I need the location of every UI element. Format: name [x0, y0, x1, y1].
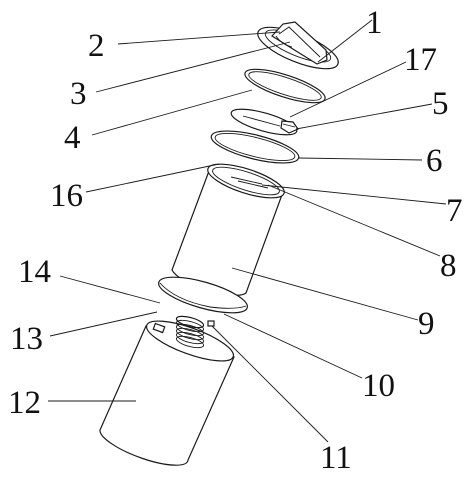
lower-cylinder: [99, 320, 235, 466]
callout-11: 11: [320, 440, 352, 476]
middle-seal-ring: [210, 130, 300, 164]
callout-7: 7: [446, 193, 463, 229]
callout-17: 17: [404, 42, 437, 78]
small-pin: [207, 320, 215, 327]
callout-12: 12: [8, 385, 41, 421]
upper-cylinder: [171, 163, 285, 296]
clip-latch: [152, 322, 166, 334]
top-lid-with-handle: [257, 21, 339, 70]
callout-10: 10: [362, 368, 395, 404]
callout-1: 1: [366, 5, 383, 41]
callout-3: 3: [70, 76, 87, 112]
leader-lines: [48, 19, 447, 443]
callout-5: 5: [432, 86, 449, 122]
callout-numbers: 1 2 3 4 17 5 6 16 7 8 9 14 13 10 12 11: [8, 5, 463, 476]
spring: [175, 315, 205, 349]
callout-4: 4: [64, 120, 81, 156]
inner-plate-with-latch: [230, 108, 299, 136]
callout-6: 6: [426, 143, 443, 179]
callout-2: 2: [88, 28, 105, 64]
callout-8: 8: [440, 248, 457, 284]
diaphragm-disc: [158, 276, 248, 314]
callout-16: 16: [50, 178, 83, 214]
callout-14: 14: [18, 254, 51, 290]
upper-seal-ring: [244, 68, 326, 104]
callout-13: 13: [10, 321, 43, 357]
callout-9: 9: [418, 306, 435, 342]
